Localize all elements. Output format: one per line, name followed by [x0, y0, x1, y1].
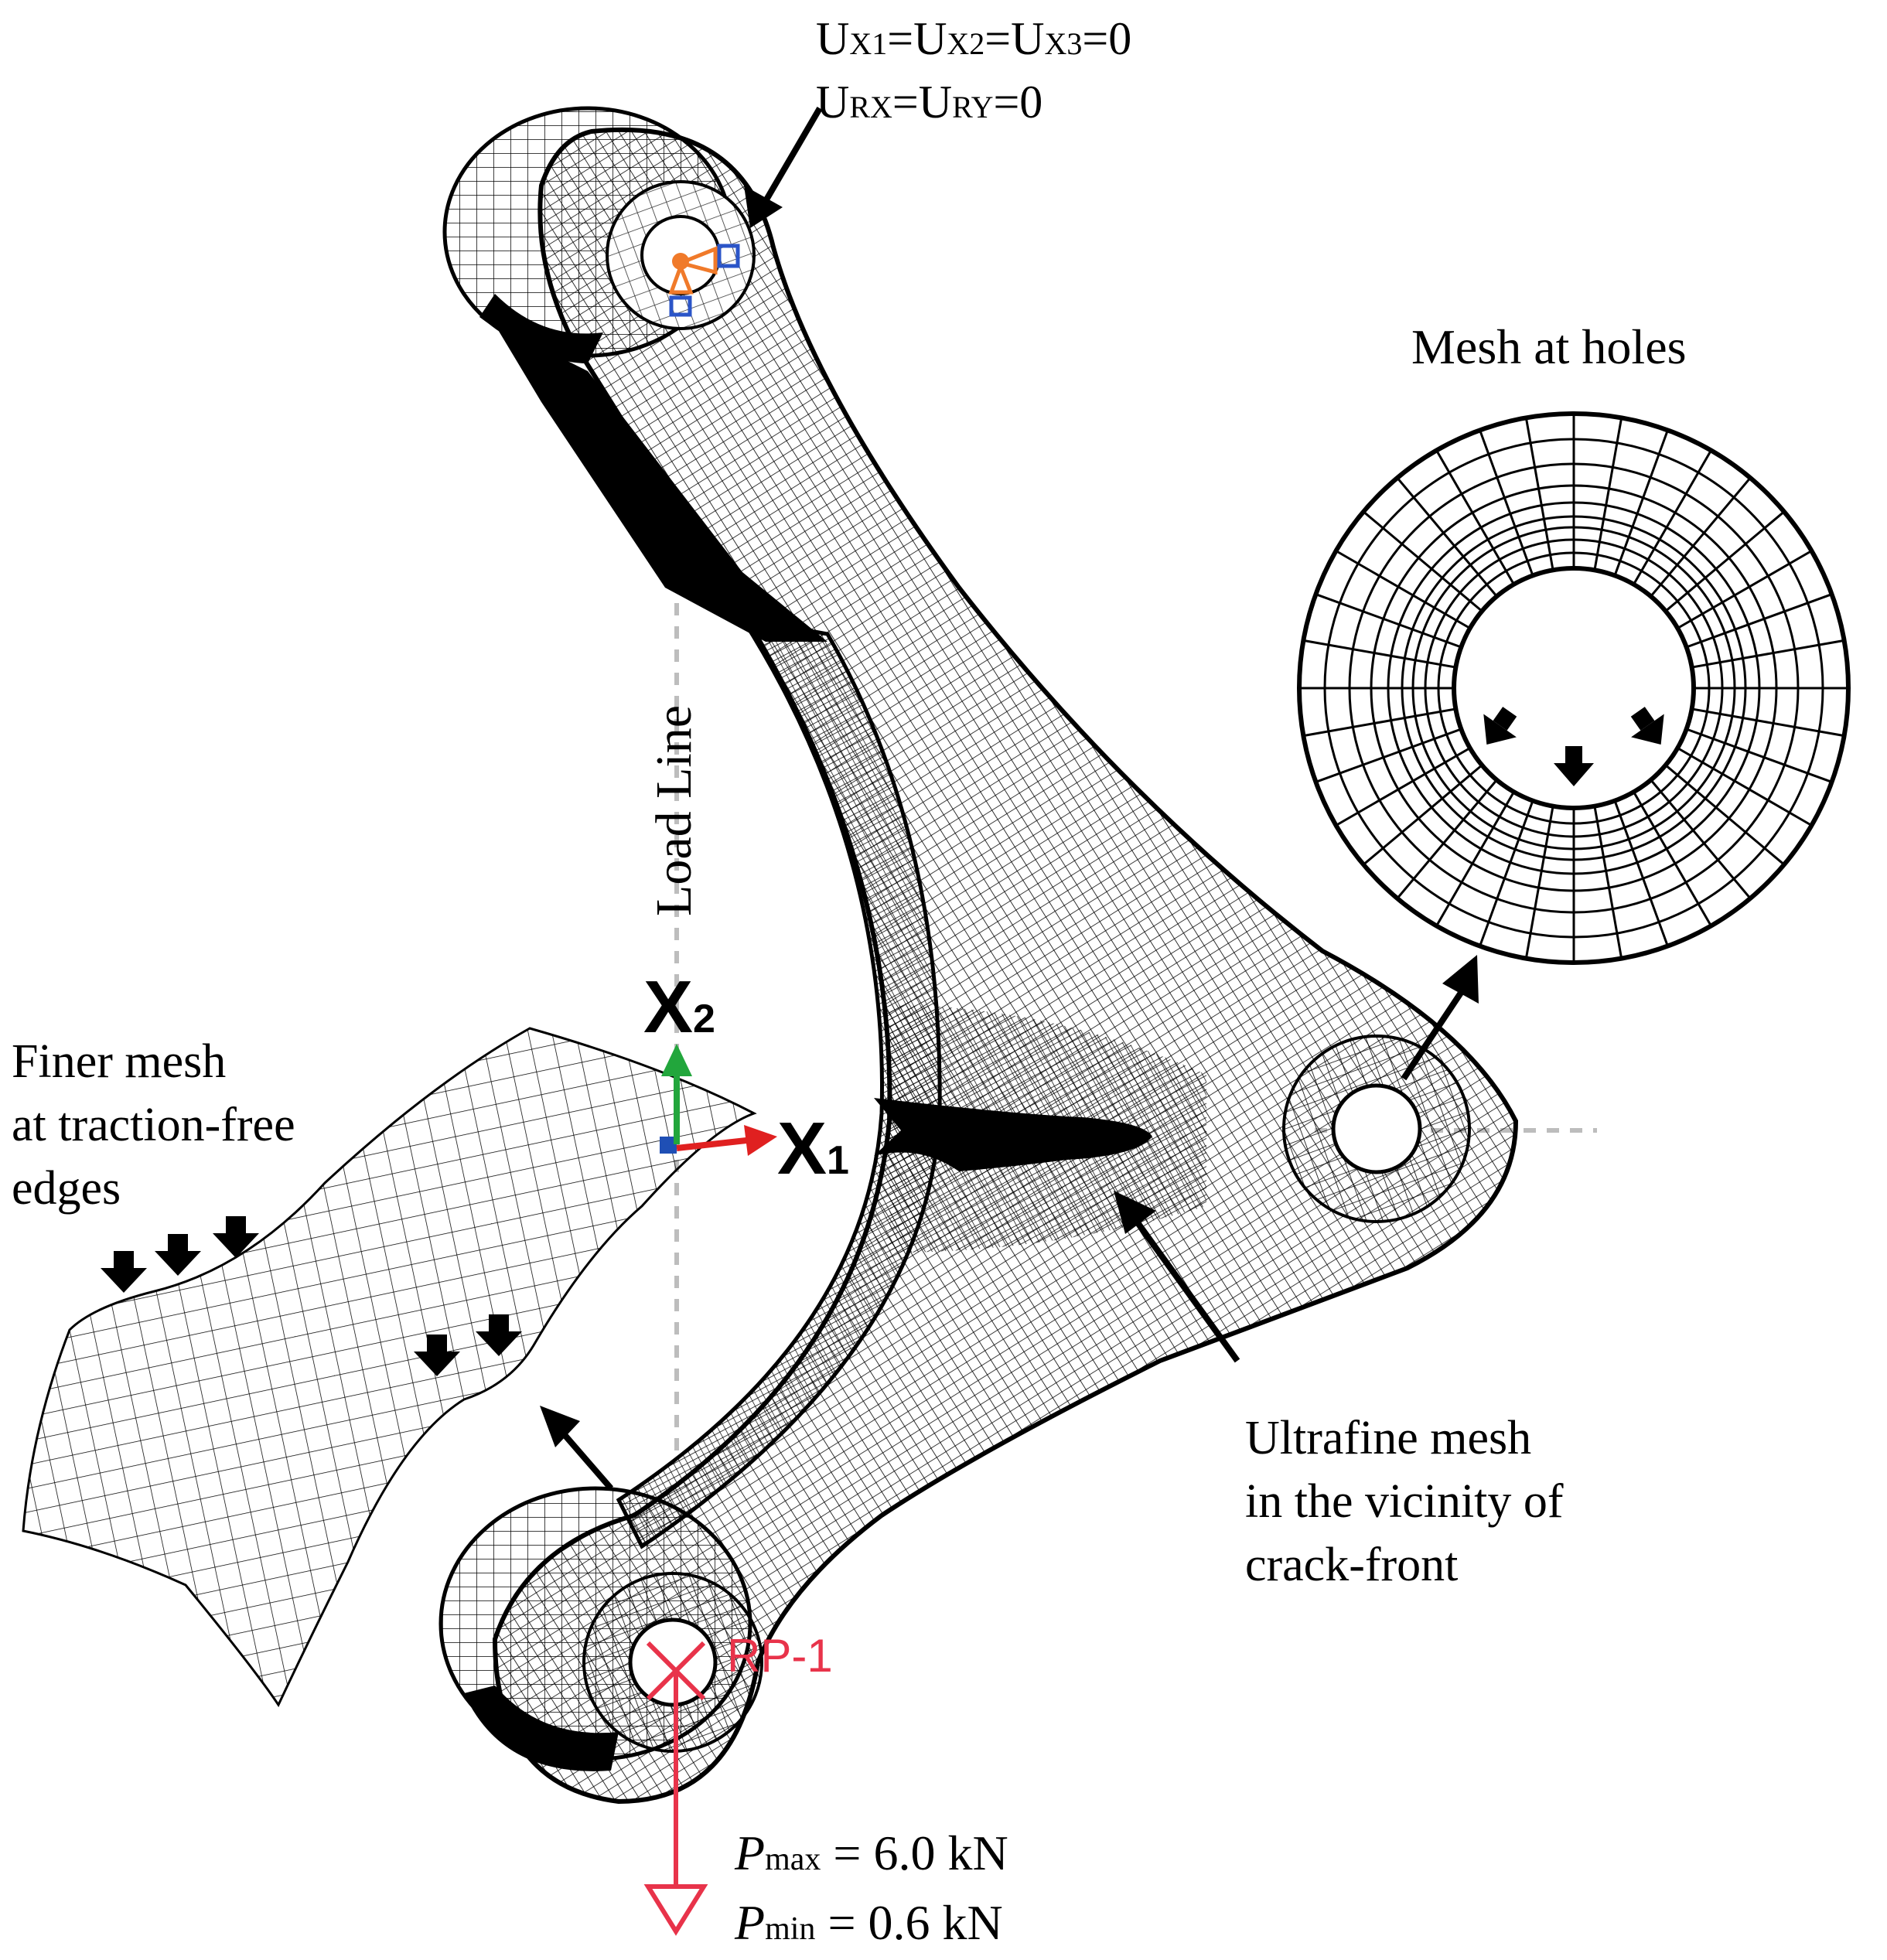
pmax-label: Pmax = 6.0 kN: [734, 1825, 1008, 1880]
x1-arrowhead: [744, 1125, 777, 1156]
hole-detail-radial: [1315, 728, 1462, 783]
x2-axis-label: X2: [643, 966, 715, 1048]
hole-detail-radial: [1650, 477, 1752, 598]
rp-1-label: RP-1: [727, 1630, 833, 1682]
traction-arrow: [213, 1216, 259, 1258]
hole-pointer-arrow: [1401, 955, 1479, 1081]
sheet-pointer-arrow: [540, 1406, 614, 1491]
x1-axis: [676, 1137, 747, 1151]
hole-detail-radial: [1664, 510, 1785, 612]
hole-detail-radial: [1435, 449, 1515, 585]
origin-marker: [660, 1137, 677, 1154]
hole-detail-radial: [1435, 791, 1515, 927]
hole-load-arrow-left: [1483, 707, 1517, 745]
hole-detail-radial: [1363, 510, 1483, 612]
load-line-label: Load Line: [646, 705, 702, 916]
hole-detail-radial: [1524, 806, 1554, 959]
hole-detail-radial: [1677, 747, 1813, 827]
hole-detail-radial: [1396, 779, 1498, 899]
finer-mesh-sheet: [22, 1027, 757, 1708]
meshed-part: [438, 106, 1519, 1805]
load-arrow-head: [643, 1884, 708, 1936]
hole-detail-radial: [1303, 707, 1456, 738]
hole-load-arrow-right: [1630, 707, 1664, 745]
bottom-pin-hole: [628, 1617, 718, 1707]
hole-load-arrow-center: [1554, 746, 1594, 786]
coordinate-axes: [660, 1044, 777, 1156]
bc-cone-2: [668, 261, 694, 295]
reference-point-load: [643, 1641, 708, 1936]
finer-mesh-label-2: at traction-free: [12, 1099, 295, 1151]
hole-detail-radial: [1633, 449, 1712, 585]
constraint-line-1: UX1=UX2=UX3=0: [816, 13, 1131, 64]
hole-detail-radial: [1479, 800, 1534, 947]
mesh-at-holes-title: Mesh at holes: [1411, 319, 1687, 374]
sheet-surface: [22, 1027, 757, 1708]
hole-detail-radial: [1677, 550, 1813, 629]
hole-detail-radial: [1593, 806, 1623, 959]
hole-detail-radial: [1315, 593, 1462, 649]
hole-detail-radial: [1613, 800, 1669, 947]
ultrafine-label-2: in the vicinity of: [1245, 1475, 1564, 1528]
bc-pointer-arrow: [744, 106, 823, 228]
hole-detail-radial: [1650, 779, 1752, 899]
hole-detail-radial: [1479, 429, 1534, 576]
boundary-condition-symbol: [668, 244, 740, 317]
hole-detail-radial: [1613, 429, 1669, 576]
hole-detail-radial: [1593, 418, 1623, 571]
x1-axis-label: X1: [777, 1107, 849, 1190]
traction-arrow: [414, 1335, 460, 1376]
ultrafine-label-1: Ultrafine mesh: [1245, 1412, 1531, 1464]
hole-detail-radial: [1363, 764, 1483, 866]
crack-pointer-arrow: [1114, 1191, 1240, 1363]
bc-square-2: [669, 295, 692, 317]
crack: [874, 1098, 1152, 1171]
hole-detail-radial: [1691, 707, 1844, 738]
hole-detail-radial: [1335, 747, 1471, 827]
hole-mesh-detail: [1297, 411, 1851, 965]
hole-detail-inner-bore: [1452, 566, 1696, 810]
finer-mesh-label-3: edges: [12, 1162, 121, 1215]
x2-arrowhead: [661, 1044, 692, 1076]
hole-detail-radial: [1524, 418, 1554, 571]
bc-square-1: [717, 244, 740, 268]
traction-arrow: [476, 1314, 522, 1356]
bc-cone-1: [674, 246, 718, 275]
hole-detail-radial: [1691, 639, 1844, 669]
traction-arrow: [155, 1234, 201, 1276]
hole-detail-radial: [1686, 593, 1833, 649]
hole-detail-radial: [1633, 791, 1712, 927]
bc-node: [672, 253, 689, 270]
hole-detail-radial: [1686, 728, 1833, 783]
main-face: [492, 127, 1519, 1805]
hole-detail-radial: [1303, 639, 1456, 669]
ultrafine-label-3: crack-front: [1245, 1539, 1458, 1591]
constraint-line-2: URX=URY=0: [816, 77, 1042, 128]
hole-detail-radial: [1396, 477, 1498, 598]
traction-arrow: [101, 1251, 147, 1293]
hole-detail-radial: [1335, 550, 1471, 629]
right-pin-hole: [1331, 1083, 1422, 1174]
finer-mesh-label-1: Finer mesh: [12, 1035, 226, 1088]
pmin-label: Pmin = 0.6 kN: [734, 1895, 1003, 1950]
top-cylinder-shadow: [479, 294, 603, 363]
traction-arrows: [101, 1216, 522, 1376]
hole-detail-radial: [1664, 764, 1785, 866]
